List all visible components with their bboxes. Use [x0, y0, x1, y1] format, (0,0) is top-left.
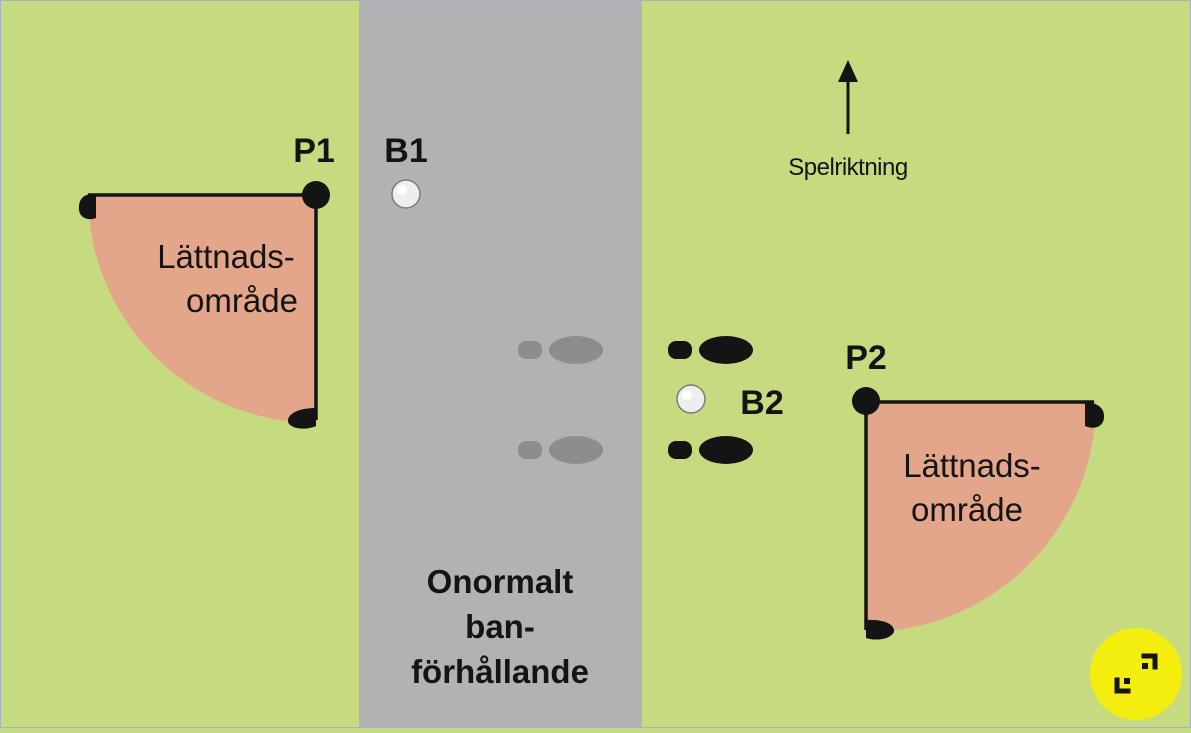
relief-area-2-label-line-2: område	[911, 491, 1023, 528]
expand-icon	[1114, 653, 1158, 694]
ball-label-b2: B2	[740, 384, 783, 422]
area-end-marker	[1085, 402, 1105, 428]
reference-point-p1	[302, 181, 330, 209]
direction-arrow-icon	[838, 60, 858, 134]
abnormal-area-label-line-1: Onormalt	[427, 563, 574, 600]
area-end-marker	[78, 193, 96, 220]
area-end-marker	[287, 408, 316, 429]
abnormal-area-label-line-3: förhållande	[411, 653, 589, 690]
footprint-stance-icon	[668, 336, 753, 364]
point-label-p2: P2	[845, 339, 887, 377]
relief-area-2-label-line-1: Lättnads-	[903, 447, 1041, 484]
footprint-stance-icon	[668, 436, 753, 464]
relief-area-1	[88, 195, 316, 423]
ball-b2	[676, 384, 706, 414]
abnormal-ground-strip	[359, 0, 642, 728]
area-end-marker	[866, 619, 895, 640]
reference-point-p2	[852, 387, 880, 415]
relief-area-1-label-line-1: Lättnads-	[157, 238, 295, 275]
footprint-before-icon	[518, 336, 603, 364]
expand-button[interactable]	[1090, 628, 1182, 720]
ball-b1	[391, 179, 421, 209]
direction-label: Spelriktning	[788, 154, 907, 181]
relief-area-1-label-line-2: område	[186, 282, 298, 319]
ball-label-b1: B1	[384, 132, 427, 170]
abnormal-area-label-line-2: ban-	[465, 608, 535, 645]
footprint-before-icon	[518, 436, 603, 464]
relief-area-2	[866, 402, 1096, 632]
point-label-p1: P1	[293, 132, 335, 170]
